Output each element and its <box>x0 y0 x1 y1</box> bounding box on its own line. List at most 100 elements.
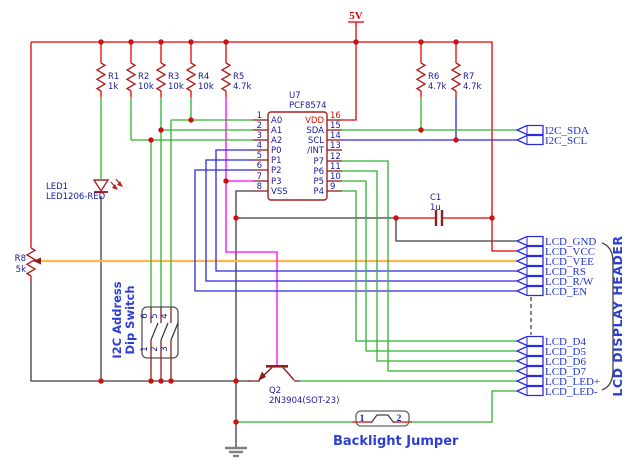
pin-name: P0 <box>271 146 282 156</box>
collector <box>282 367 295 381</box>
dip-pin-number: 1 <box>140 346 150 351</box>
pin-number: 14 <box>330 131 341 141</box>
pin-name: P4 <box>313 187 324 197</box>
led-part: LED1206-RED <box>46 192 106 202</box>
pin-name: A1 <box>271 126 282 136</box>
capacitor-c1: C1 1u <box>430 193 444 226</box>
dip-pin-number: 2 <box>150 346 160 351</box>
net-label: LCD_D5 <box>545 346 586 358</box>
resistor-r3: R3 10k <box>156 42 184 97</box>
potentiometer-r8: R8 5k <box>15 247 41 282</box>
wire-rw <box>205 159 517 282</box>
resistor-r4: R4 10k <box>186 42 214 97</box>
resistor-r1: R1 1k <box>96 42 119 97</box>
jumper-pin-number: 2 <box>397 414 402 424</box>
net-label: LCD_LED+ <box>545 376 600 388</box>
pot-ref: R8 <box>15 254 26 264</box>
wire-5v-rail <box>31 41 517 252</box>
wire-p5-d5 <box>342 180 517 352</box>
resistor-ref: R5 <box>233 72 244 82</box>
pin-name: SCL <box>308 136 324 146</box>
wires <box>30 41 517 448</box>
wire-scl <box>342 97 517 141</box>
wiper-arrow <box>33 257 41 265</box>
resistor-r5: R5 4.7k <box>221 42 252 97</box>
net-label: LCD_R/W <box>545 276 594 288</box>
transistor-part: 2N3904(SOT-23) <box>269 396 339 406</box>
backlight-jumper-label: Backlight Jumper <box>333 434 459 449</box>
dip-switch-levers <box>150 322 179 341</box>
pin-name: P5 <box>313 177 324 187</box>
wire-gnd-branch <box>236 217 517 242</box>
resistor-ref: R4 <box>198 72 209 82</box>
led-triangle <box>92 179 110 193</box>
dip-switch-label-line1: I2C Address <box>110 281 124 358</box>
pin-name: A0 <box>271 116 282 126</box>
led-ref: LED1 <box>46 182 68 192</box>
ic-ref: U7 <box>289 91 301 101</box>
wire-vss <box>235 190 253 381</box>
pin-number: 11 <box>330 162 341 172</box>
resistor-value: 1k <box>108 82 118 92</box>
net-label: LCD_EN <box>545 286 587 298</box>
base-bar <box>266 365 288 368</box>
led-led1: LED1 LED1206-RED <box>46 178 123 202</box>
pin-number: 13 <box>330 141 341 151</box>
pin-name: VDD <box>305 116 324 126</box>
wire-p6-d6 <box>342 170 517 362</box>
pin-number: 5 <box>257 151 262 161</box>
pin-number: 4 <box>257 141 262 151</box>
pin-name: /INT <box>307 146 325 156</box>
net-label: LCD_VCC <box>545 246 595 258</box>
pin-number: 1 <box>257 111 262 121</box>
pin-number: 9 <box>330 182 335 192</box>
pin-name: P7 <box>313 157 324 167</box>
pin-name: P2 <box>271 166 282 176</box>
resistor-value: 4.7k <box>428 82 447 92</box>
transistor-ref: Q2 <box>269 386 281 396</box>
lcd-header-title: LCD DISPLAY HEADER <box>610 235 625 396</box>
resistor-value: 10k <box>138 82 154 92</box>
pin-name: VSS <box>271 187 288 197</box>
power-label: 5V <box>349 10 363 22</box>
resistor-ref: R1 <box>108 72 119 82</box>
header-bracket <box>601 242 614 391</box>
pin-number: 3 <box>257 131 262 141</box>
jumper-body <box>355 410 410 427</box>
pin-number: 2 <box>257 121 262 131</box>
net-label: LCD_D4 <box>545 336 586 348</box>
net-label: LCD_VEE <box>545 256 594 268</box>
wire-led-minus <box>412 390 517 423</box>
ic-u7: U7 PCF8574 1 2 3 4 5 6 7 8 A0 A1 A2 P0 P… <box>253 91 342 201</box>
pin-name: P6 <box>313 167 324 177</box>
wire-sda <box>342 97 517 131</box>
net-label: I2C_SCL <box>545 135 587 147</box>
wire-p4-d4 <box>342 190 517 342</box>
resistor-value: 4.7k <box>233 82 252 92</box>
net-label: LCD_D6 <box>545 356 586 368</box>
dip-pin-stubs <box>150 307 172 381</box>
resistor-value: 10k <box>168 82 184 92</box>
lcd-header-flags: LCD_GND LCD_VCC LCD_VEE LCD_RS LCD_R/W L… <box>516 235 625 398</box>
pin-number: 12 <box>330 152 341 162</box>
dip-switch: 6 5 4 1 2 3 I2C Address Dip Switch <box>110 281 179 381</box>
emitter-arrow <box>258 371 266 381</box>
ic-left-pin-stubs <box>253 119 268 192</box>
resistor-ref: R7 <box>463 72 474 82</box>
net-label: LCD_RS <box>545 266 586 278</box>
ground-symbol <box>225 446 247 458</box>
wire-a0 <box>170 97 253 307</box>
dip-pin-number: 3 <box>160 346 170 351</box>
net-label: LCD_GND <box>545 236 596 248</box>
pin-number: 10 <box>330 172 341 182</box>
pin-name: P3 <box>271 177 282 187</box>
transistor-q2: Q2 2N3904(SOT-23) <box>248 365 339 406</box>
wire-p7-d7 <box>342 160 517 372</box>
pin-number: 15 <box>330 121 341 131</box>
resistor-value: 4.7k <box>463 82 482 92</box>
resistor-r7: R7 4.7k <box>451 42 482 97</box>
dip-pin-number: 5 <box>150 313 160 318</box>
pin-name: A2 <box>271 136 282 146</box>
dip-pin-number: 4 <box>160 313 170 318</box>
dip-body <box>141 306 179 359</box>
